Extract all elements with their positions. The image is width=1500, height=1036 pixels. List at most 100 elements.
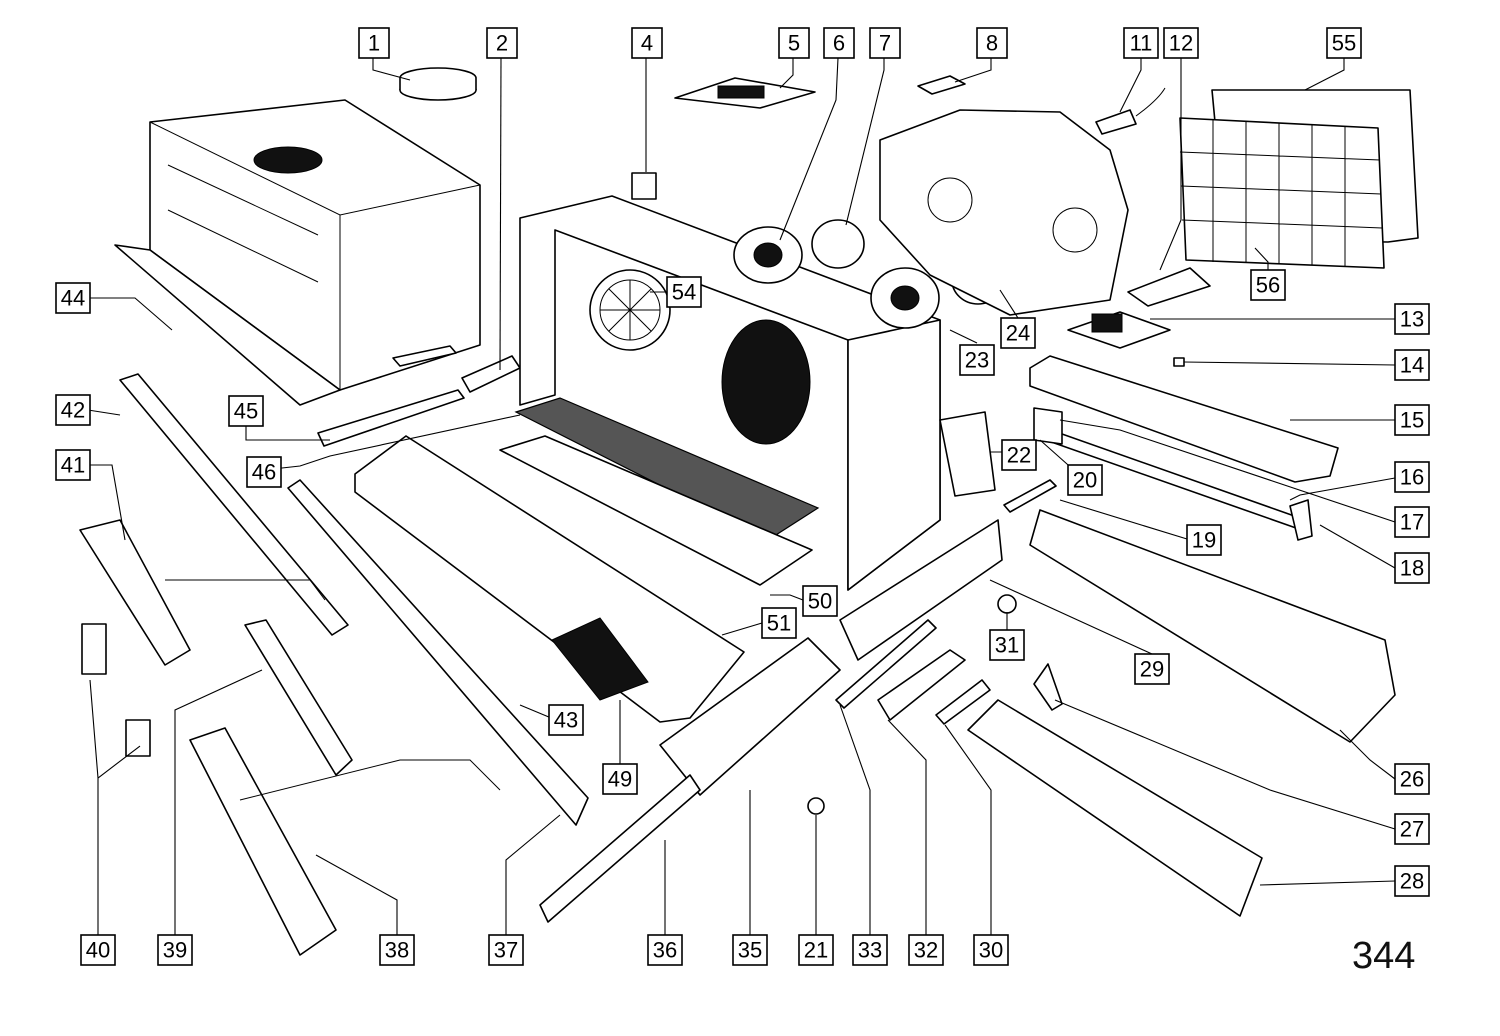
svg-text:37: 37	[494, 938, 518, 963]
svg-text:5: 5	[788, 31, 800, 56]
part-duct-collar	[399, 67, 477, 101]
svg-text:23: 23	[965, 348, 989, 373]
callout-46: 46	[246, 456, 282, 488]
callout-45: 45	[228, 395, 264, 427]
part-filter-frame	[1179, 89, 1419, 269]
callout-16: 16	[1394, 461, 1430, 493]
part-perforated-strip	[244, 619, 353, 776]
page-number: 344	[1352, 935, 1416, 977]
callout-54: 54	[666, 276, 702, 308]
svg-text:12: 12	[1169, 31, 1193, 56]
svg-text:31: 31	[995, 633, 1019, 658]
svg-text:19: 19	[1192, 528, 1216, 553]
svg-text:4: 4	[641, 31, 653, 56]
part-front-strip	[287, 479, 589, 826]
callout-23: 23	[959, 344, 995, 376]
svg-text:41: 41	[61, 453, 85, 478]
svg-text:22: 22	[1007, 443, 1031, 468]
callout-21: 21	[798, 934, 834, 966]
svg-text:36: 36	[653, 938, 677, 963]
callout-20: 20	[1067, 464, 1103, 496]
callout-44: 44	[55, 282, 91, 314]
svg-text:55: 55	[1332, 31, 1356, 56]
svg-text:15: 15	[1400, 408, 1424, 433]
callout-39: 39	[157, 934, 193, 966]
leader-lines	[87, 57, 1396, 935]
part-glass-panel	[967, 699, 1263, 917]
svg-text:6: 6	[833, 31, 845, 56]
svg-text:21: 21	[804, 938, 828, 963]
part-bracket	[461, 355, 521, 393]
svg-text:49: 49	[608, 767, 632, 792]
svg-text:13: 13	[1400, 307, 1424, 332]
callout-28: 28	[1394, 865, 1430, 897]
part-blower-wheels	[733, 226, 940, 329]
svg-text:43: 43	[554, 708, 578, 733]
callout-4: 4	[631, 27, 663, 59]
callout-17: 17	[1394, 506, 1430, 538]
part-light-housing	[1029, 355, 1339, 483]
svg-text:32: 32	[914, 938, 938, 963]
callout-15: 15	[1394, 404, 1430, 436]
callout-26: 26	[1394, 763, 1430, 795]
callout-18: 18	[1394, 552, 1430, 584]
callout-14: 14	[1394, 349, 1430, 381]
callout-5: 5	[778, 27, 810, 59]
callout-38: 38	[379, 934, 415, 966]
callout-19: 19	[1186, 524, 1222, 556]
callout-6: 6	[823, 27, 855, 59]
part-control-board	[1127, 267, 1211, 307]
callout-labels: 1 2 4 5 6 7 8 11 12 55 44 54 24 56 13 14…	[55, 27, 1430, 966]
svg-text:39: 39	[163, 938, 187, 963]
callout-8: 8	[976, 27, 1008, 59]
part-8	[917, 75, 966, 95]
svg-text:54: 54	[672, 280, 696, 305]
callout-40: 40	[80, 934, 116, 966]
svg-text:7: 7	[879, 31, 891, 56]
svg-text:56: 56	[1256, 273, 1280, 298]
callout-27: 27	[1394, 813, 1430, 845]
callout-29: 29	[1134, 653, 1170, 685]
callout-31: 31	[989, 629, 1025, 661]
svg-text:42: 42	[61, 398, 85, 423]
svg-text:11: 11	[1130, 31, 1153, 56]
callout-12: 12	[1163, 27, 1199, 59]
callout-35: 35	[732, 934, 768, 966]
svg-text:51: 51	[767, 611, 791, 636]
part-switch	[939, 411, 996, 497]
svg-text:50: 50	[808, 589, 832, 614]
svg-text:24: 24	[1006, 321, 1030, 346]
part-plug	[1095, 109, 1137, 135]
svg-text:40: 40	[86, 938, 110, 963]
callout-24: 24	[1000, 317, 1036, 349]
svg-text:8: 8	[986, 31, 998, 56]
callout-13: 13	[1394, 303, 1430, 335]
callout-33: 33	[852, 934, 888, 966]
callout-49: 49	[602, 763, 638, 795]
part-handle-tray	[189, 727, 337, 956]
svg-text:1: 1	[368, 31, 380, 56]
part-hood-casing	[114, 99, 481, 406]
callout-30: 30	[973, 934, 1009, 966]
callout-43: 43	[548, 704, 584, 736]
callout-56: 56	[1250, 269, 1286, 301]
part-lower-panel	[1029, 509, 1396, 743]
svg-text:28: 28	[1400, 869, 1424, 894]
callout-22: 22	[1001, 439, 1037, 471]
callout-7: 7	[869, 27, 901, 59]
callout-42: 42	[55, 394, 91, 426]
svg-text:20: 20	[1073, 468, 1097, 493]
svg-text:14: 14	[1400, 353, 1424, 378]
part-long-rail	[119, 373, 349, 636]
part-blower-housing	[879, 109, 1129, 316]
callout-41: 41	[55, 449, 91, 481]
callout-51: 51	[761, 607, 797, 639]
parts-illustration	[79, 67, 1419, 956]
callout-2: 2	[486, 27, 518, 59]
svg-text:27: 27	[1400, 817, 1424, 842]
svg-text:45: 45	[234, 399, 258, 424]
callout-55: 55	[1326, 27, 1362, 59]
svg-text:33: 33	[858, 938, 882, 963]
callout-11: 11	[1123, 27, 1159, 59]
